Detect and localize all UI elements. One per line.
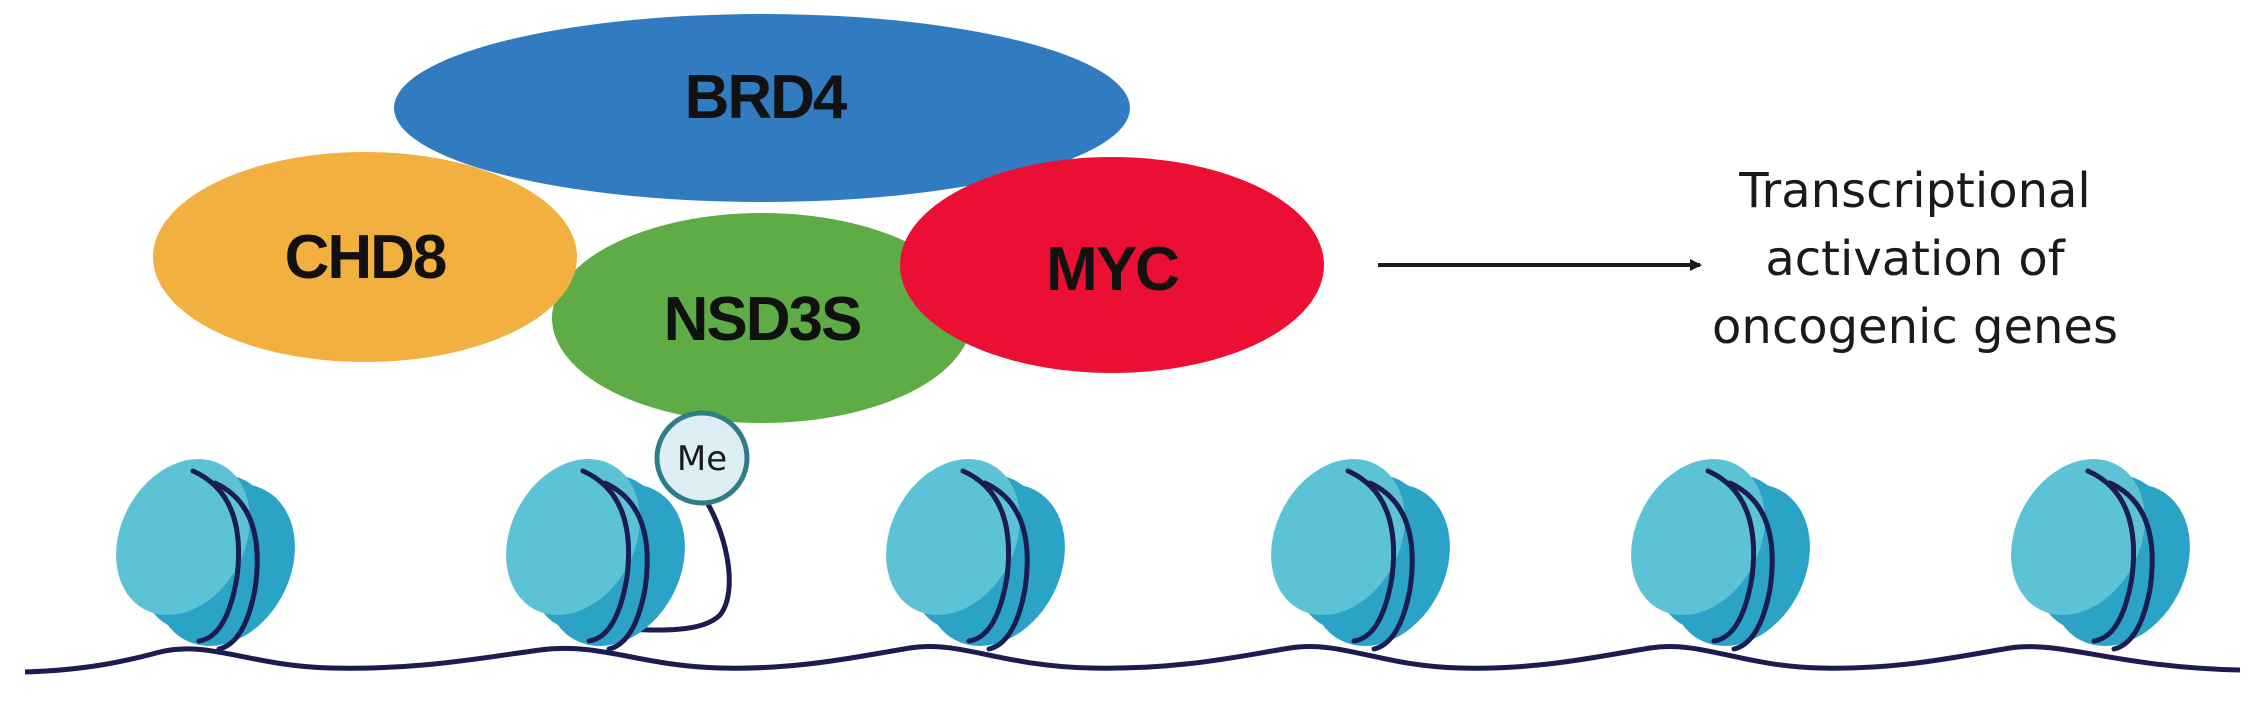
- myc-ellipse: [900, 157, 1324, 373]
- nucleosome-3: [860, 435, 1093, 670]
- dna-strand: [24, 643, 2241, 675]
- nsd3s-label: NSD3S: [664, 285, 861, 354]
- methyl-tether: [597, 489, 732, 633]
- chd8-ellipse: [153, 152, 577, 362]
- nucleosome-4: [1245, 435, 1478, 670]
- nsd3s-ellipse: [552, 213, 972, 423]
- chd8-label: CHD8: [285, 223, 446, 292]
- outcome-line-1: Transcriptional: [1738, 163, 2090, 219]
- nucleosome-6: [1985, 435, 2218, 670]
- brd4-ellipse: [394, 14, 1130, 202]
- outcome-line-2: activation of: [1765, 231, 2065, 287]
- myc-label: MYC: [1046, 235, 1179, 304]
- outcome-line-3: oncogenic genes: [1712, 299, 2118, 355]
- brd4-label: BRD4: [685, 63, 848, 132]
- nucleosome-1: [90, 435, 323, 670]
- outcome-text: Transcriptional activation of oncogenic …: [1712, 163, 2118, 355]
- nucleosome-5: [1605, 435, 1838, 670]
- methyl-mark: Me: [654, 410, 750, 506]
- methyl-mark-label: Me: [677, 439, 727, 479]
- methyl-mark-circle: [654, 410, 750, 506]
